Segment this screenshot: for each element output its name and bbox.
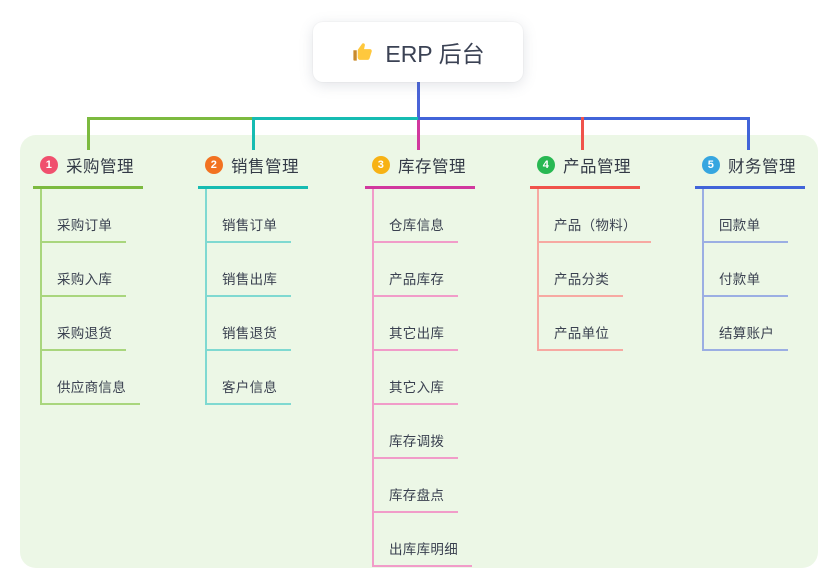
mindmap-canvas xyxy=(20,135,818,568)
tree-node: 库存调拨 xyxy=(372,405,472,459)
branch-inventory-children: 仓库信息 产品库存 其它出库 其它入库 库存调拨 库存盘点 出库库明细 xyxy=(372,189,472,567)
branch-sales: 2 销售管理 销售订单 销售出库 销售退货 客户信息 xyxy=(198,148,308,405)
branch-purchase: 1 采购管理 采购订单 采购入库 采购退货 供应商信息 xyxy=(33,148,143,405)
branch-number-badge: 2 xyxy=(205,156,223,174)
branch-finance-title[interactable]: 5 财务管理 xyxy=(695,148,805,189)
node-sales-order[interactable]: 销售订单 xyxy=(205,214,292,243)
branch-purchase-title[interactable]: 1 采购管理 xyxy=(33,148,143,189)
node-product-material[interactable]: 产品（物料） xyxy=(537,214,651,243)
node-receipt-bill[interactable]: 回款单 xyxy=(702,214,788,243)
branch-product-children: 产品（物料） 产品分类 产品单位 xyxy=(537,189,651,351)
root-node[interactable]: ERP 后台 xyxy=(313,22,523,82)
tree-node: 采购入库 xyxy=(40,243,140,297)
node-customer-info[interactable]: 客户信息 xyxy=(205,376,292,405)
node-purchase-inbound[interactable]: 采购入库 xyxy=(40,268,127,297)
thumbs-up-icon xyxy=(351,41,374,64)
node-other-inbound[interactable]: 其它入库 xyxy=(372,376,459,405)
branch-inventory-title[interactable]: 3 库存管理 xyxy=(365,148,475,189)
tree-node: 产品（物料） xyxy=(537,189,651,243)
node-product-stock[interactable]: 产品库存 xyxy=(372,268,459,297)
branch-number-badge: 4 xyxy=(537,156,555,174)
tree-node: 销售退货 xyxy=(205,297,292,351)
tree-node: 仓库信息 xyxy=(372,189,472,243)
tree-node: 供应商信息 xyxy=(40,351,140,405)
branch-number-badge: 5 xyxy=(702,156,720,174)
node-purchase-return[interactable]: 采购退货 xyxy=(40,322,127,351)
branch-title-label: 采购管理 xyxy=(66,158,134,176)
tree-node: 付款单 xyxy=(702,243,788,297)
tree-node: 产品库存 xyxy=(372,243,472,297)
tree-node: 其它出库 xyxy=(372,297,472,351)
tree-node: 出库库明细 xyxy=(372,513,472,567)
node-payment-bill[interactable]: 付款单 xyxy=(702,268,788,297)
connector-stub-branch-3 xyxy=(417,120,420,150)
node-stock-transfer[interactable]: 库存调拨 xyxy=(372,430,459,459)
node-product-unit[interactable]: 产品单位 xyxy=(537,322,624,351)
tree-node: 客户信息 xyxy=(205,351,292,405)
branch-number-badge: 1 xyxy=(40,156,58,174)
node-warehouse-info[interactable]: 仓库信息 xyxy=(372,214,459,243)
tree-node: 采购订单 xyxy=(40,189,140,243)
branch-title-label: 销售管理 xyxy=(231,158,299,176)
tree-node: 其它入库 xyxy=(372,351,472,405)
node-purchase-order[interactable]: 采购订单 xyxy=(40,214,127,243)
tree-node: 采购退货 xyxy=(40,297,140,351)
branch-sales-title[interactable]: 2 销售管理 xyxy=(198,148,308,189)
branch-title-label: 财务管理 xyxy=(728,158,796,176)
root-title: ERP 后台 xyxy=(385,41,485,67)
node-settlement-account[interactable]: 结算账户 xyxy=(702,322,789,351)
node-product-category[interactable]: 产品分类 xyxy=(537,268,624,297)
branch-finance-children: 回款单 付款单 结算账户 xyxy=(702,189,789,351)
branch-purchase-children: 采购订单 采购入库 采购退货 供应商信息 xyxy=(40,189,140,405)
branch-title-label: 产品管理 xyxy=(563,158,631,176)
connector-root-stub xyxy=(417,82,420,119)
tree-node: 销售订单 xyxy=(205,189,292,243)
branch-finance: 5 财务管理 回款单 付款单 结算账户 xyxy=(695,148,805,351)
node-sales-return[interactable]: 销售退货 xyxy=(205,322,292,351)
connector-stub-branch-2 xyxy=(252,117,255,150)
tree-node: 产品分类 xyxy=(537,243,651,297)
tree-node: 回款单 xyxy=(702,189,788,243)
node-stock-count[interactable]: 库存盘点 xyxy=(372,484,459,513)
branch-inventory: 3 库存管理 仓库信息 产品库存 其它出库 其它入库 库存调拨 库存盘点 出库库… xyxy=(365,148,475,567)
branch-product: 4 产品管理 产品（物料） 产品分类 产品单位 xyxy=(530,148,651,351)
tree-node: 库存盘点 xyxy=(372,459,472,513)
connector-stub-branch-5 xyxy=(747,117,750,150)
tree-node: 产品单位 xyxy=(537,297,651,351)
connector-horizontal-branch-2 xyxy=(252,117,418,120)
branch-sales-children: 销售订单 销售出库 销售退货 客户信息 xyxy=(205,189,292,405)
tree-node: 结算账户 xyxy=(702,297,789,351)
node-supplier-info[interactable]: 供应商信息 xyxy=(40,376,140,405)
branch-number-badge: 3 xyxy=(372,156,390,174)
branch-product-title[interactable]: 4 产品管理 xyxy=(530,148,640,189)
connector-stub-branch-1 xyxy=(87,117,90,150)
node-sales-outbound[interactable]: 销售出库 xyxy=(205,268,292,297)
branch-title-label: 库存管理 xyxy=(398,158,466,176)
node-other-outbound[interactable]: 其它出库 xyxy=(372,322,459,351)
connector-stub-branch-4 xyxy=(581,117,584,150)
tree-node: 销售出库 xyxy=(205,243,292,297)
node-outbound-detail[interactable]: 出库库明细 xyxy=(372,538,472,567)
connector-horizontal-branch-5 xyxy=(418,117,750,120)
